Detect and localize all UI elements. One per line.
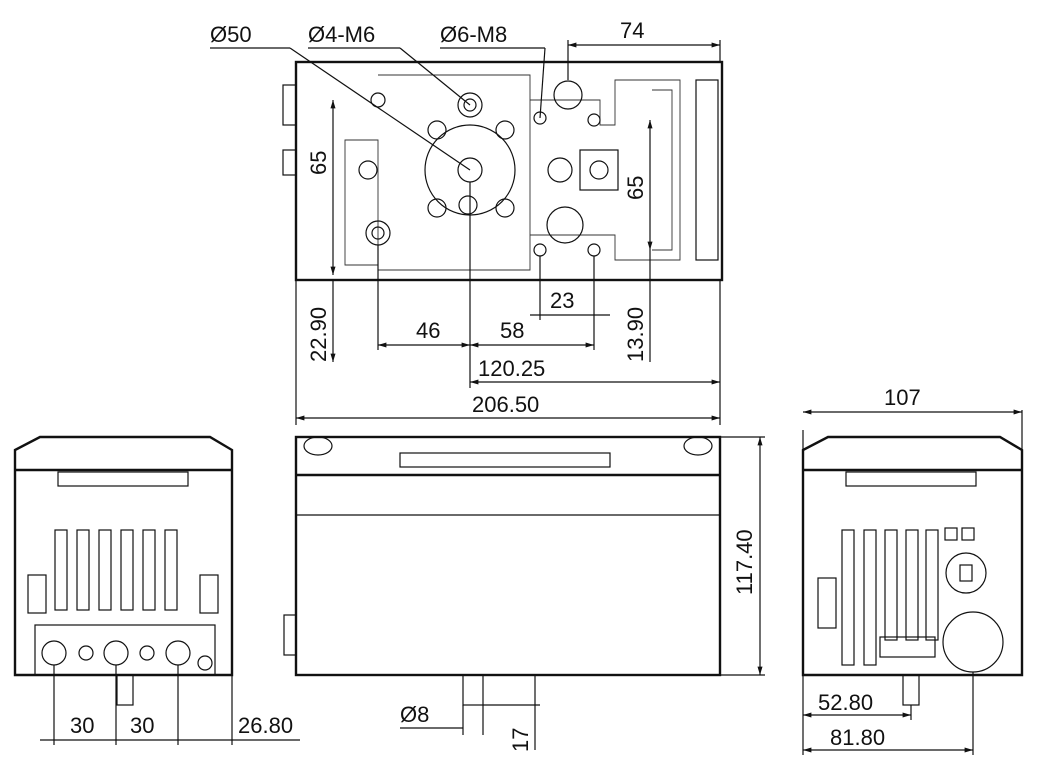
front-view: Ø8 17 117.40	[283, 435, 765, 752]
right-view: 107 52.80 81.80	[801, 385, 1024, 755]
dim-81-80: 81.80	[830, 725, 885, 750]
dim-65-right: 65	[623, 176, 648, 200]
dim-26-80: 26.80	[238, 713, 293, 738]
dim-dia-4-m6: Ø4-M6	[308, 22, 375, 47]
dim-117-40: 117.40	[732, 529, 757, 595]
dim-dia-8: Ø8	[400, 702, 429, 727]
dim-dia-6-m8: Ø6-M8	[440, 22, 507, 47]
dim-52-80: 52.80	[818, 690, 873, 715]
dim-13-90: 13.90	[623, 307, 648, 362]
dim-120-25: 120.25	[478, 356, 545, 381]
dim-30-a: 30	[70, 713, 94, 738]
dim-22-90: 22.90	[306, 307, 331, 362]
dim-46: 46	[416, 318, 440, 343]
dim-107: 107	[884, 385, 921, 410]
left-view: 30 30 26.80	[13, 435, 300, 745]
dim-23: 23	[550, 288, 574, 313]
dim-58: 58	[500, 318, 524, 343]
dim-206-50: 206.50	[472, 392, 539, 417]
top-view: Ø50 Ø4-M6 Ø6-M8 74 65 65 23 46 58 22.90 …	[210, 18, 724, 425]
dim-17: 17	[508, 728, 533, 752]
dim-74: 74	[620, 18, 644, 43]
dim-65-left: 65	[306, 151, 331, 175]
dim-dia-50: Ø50	[210, 22, 252, 47]
dim-30-b: 30	[130, 713, 154, 738]
